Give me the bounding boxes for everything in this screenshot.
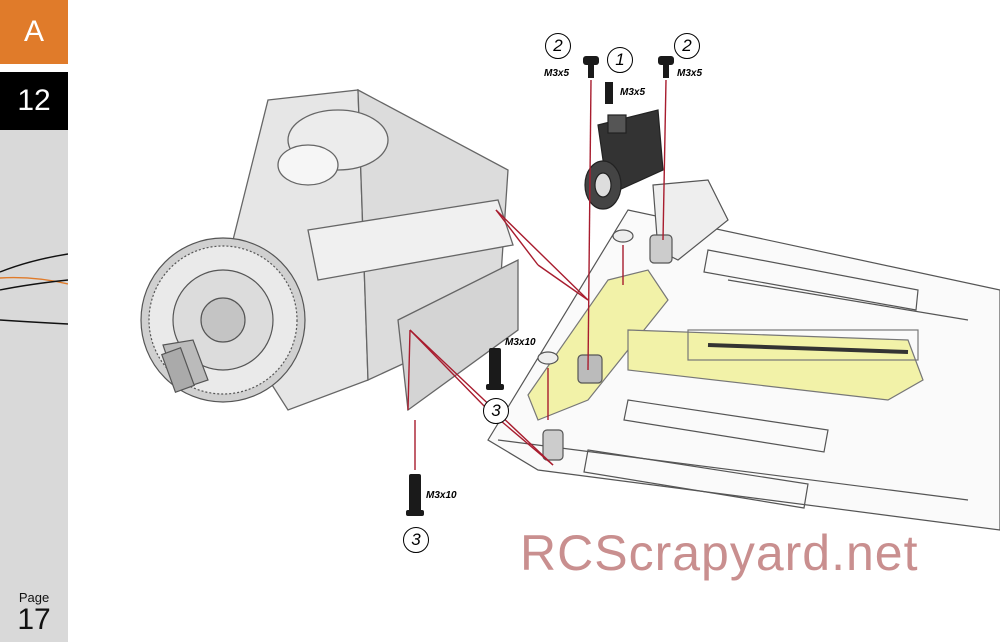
callout-2-right: 2: [674, 33, 700, 59]
step-number: 12: [0, 72, 68, 130]
section-tab: A: [0, 0, 68, 64]
highlighted-brace: [527, 269, 924, 421]
watermark-text: RCScrapyard.net: [520, 525, 919, 581]
assembly-diagram: 2 1 2 3 3 M3x5 M3x5 M3x5 M3x10 M3x10 RCS…: [68, 0, 1000, 642]
page-sidebar: A 12 Page 17: [0, 0, 68, 642]
spur-gear: [140, 237, 306, 403]
callout-2-left: 2: [545, 33, 571, 59]
callout-1: 1: [607, 47, 633, 73]
steering-arm: [542, 179, 729, 461]
screw-label-m3x10-bottom: M3x10: [426, 490, 457, 501]
guide-lines: [407, 79, 667, 470]
exploded-view-drawing: [140, 56, 1000, 531]
page-number: 17: [17, 603, 51, 636]
screw-parts: [406, 56, 674, 516]
screw-label-m3x10-top: M3x10: [505, 337, 536, 348]
page-label: Page: [18, 590, 50, 605]
sidebar-decoration: [0, 253, 68, 325]
screw-label-right: M3x5: [677, 68, 703, 79]
callout-3-middle: 3: [483, 398, 509, 424]
washers: [537, 229, 634, 365]
screw-label-left: M3x5: [544, 68, 570, 79]
section-divider: [0, 64, 68, 72]
callout-3-bottom: 3: [403, 527, 429, 553]
cylinder-part: [584, 109, 664, 210]
screw-label-middle: M3x5: [620, 87, 646, 98]
